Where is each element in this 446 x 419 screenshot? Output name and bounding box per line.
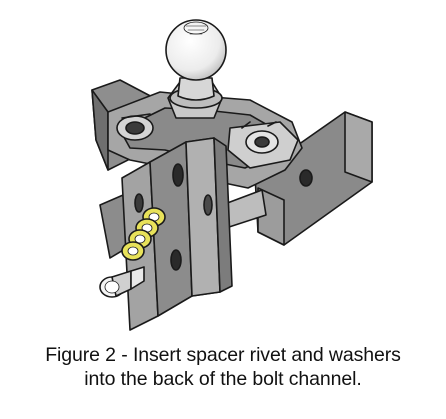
- shank-channel: [121, 137, 233, 331]
- right-pin-lock: [227, 121, 299, 169]
- figure-caption: Figure 2 - Insert spacer rivet and washe…: [0, 343, 446, 391]
- washer-stack: [121, 207, 166, 261]
- washer-4: [121, 241, 145, 261]
- hitch-illustration: [91, 19, 373, 331]
- spacer-rivet: [99, 266, 145, 298]
- left-pin-lock: [116, 113, 154, 141]
- caption-line-2: into the back of the bolt channel.: [84, 368, 362, 390]
- caption-line-1: Figure 2 - Insert spacer rivet and washe…: [45, 344, 401, 366]
- hitch-ball: [165, 19, 227, 101]
